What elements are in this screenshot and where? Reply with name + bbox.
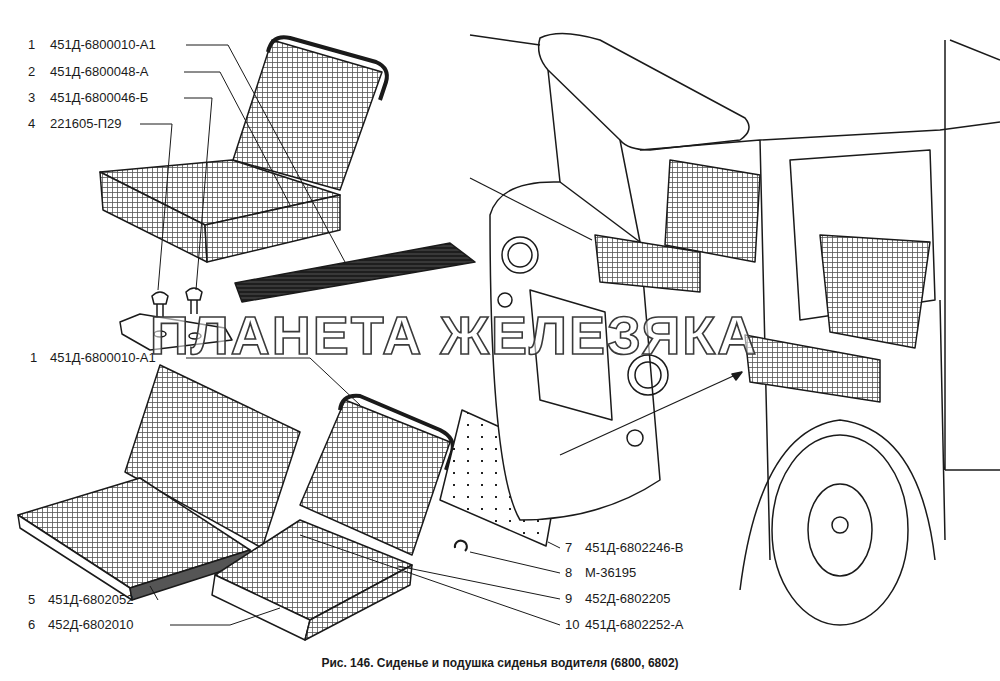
- part-number: 451Д-6800010-А1: [50, 351, 156, 364]
- part-number: 451Д-6802246-В: [585, 541, 683, 554]
- callout-number: 3: [28, 91, 35, 104]
- part-number: 451Д-6802052: [48, 593, 133, 606]
- callout-number: 2: [28, 65, 35, 78]
- part-number: 221605-П29: [50, 117, 122, 130]
- watermark: ПЛАНЕТА ЖЕЛЕЗЯКА: [150, 308, 758, 362]
- part-number: М-36195: [585, 566, 636, 579]
- bolt: [186, 288, 202, 300]
- frame-tube: [340, 396, 453, 470]
- part-number: 451Д-6802252-А: [585, 618, 683, 631]
- cab-roof: [539, 33, 749, 150]
- part-number: 451Д-6800010-А1: [50, 38, 156, 51]
- callout-number: 1: [30, 351, 37, 364]
- part-number: 452Д-6802205: [585, 592, 670, 605]
- callout-number: 10: [565, 618, 579, 631]
- seat-mat: [235, 243, 475, 302]
- part-number: 452Д-6802010: [48, 618, 133, 631]
- part-number: 451Д-6800046-Б: [50, 91, 148, 104]
- callout-number: 7: [565, 541, 572, 554]
- part-number: 451Д-6800048-А: [50, 65, 148, 78]
- callout-number: 8: [565, 566, 572, 579]
- callout-number: 9: [565, 592, 572, 605]
- clip: [455, 541, 467, 551]
- bolt: [152, 292, 168, 304]
- frame-tube: [268, 37, 387, 100]
- callout-number: 6: [28, 618, 35, 631]
- figure-caption: Рис. 146. Сиденье и подушка сиденья води…: [321, 657, 678, 669]
- callout-number: 5: [28, 593, 35, 606]
- callout-number: 4: [28, 117, 35, 130]
- callout-number: 1: [28, 38, 35, 51]
- wheel: [772, 435, 908, 625]
